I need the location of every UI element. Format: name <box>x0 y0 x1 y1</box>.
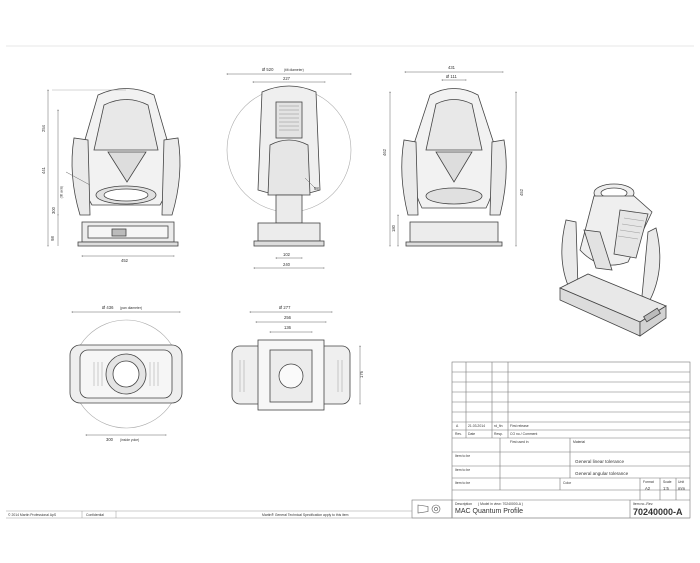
scale-value: 1:5 <box>663 486 669 491</box>
back-dim-top: Ø 111 <box>446 74 457 79</box>
bottom-dim-yoke: 300 <box>106 437 113 442</box>
rev-value: A <box>456 424 459 428</box>
item-to-be-2: Item to be <box>455 468 471 472</box>
side-dim-head-width: 227 <box>283 76 290 81</box>
description-value: MAC Quantum Profile <box>455 508 524 515</box>
back-dim-width-total: 431 <box>448 65 455 70</box>
model-note: ( Model in view: 70240000-A ) <box>478 502 523 506</box>
scale-label: Scale <box>663 480 672 484</box>
back-dim-height-total: 462 <box>382 149 387 156</box>
format-label: Format <box>643 480 654 484</box>
side-dim-base-outer: 240 <box>283 262 290 267</box>
rev-date-value: 21.03.2014 <box>468 424 485 428</box>
footer-copyright: © 2014 Martin Professional ApS <box>8 512 57 517</box>
front-dim-lower-note: (tilt axis) <box>59 185 64 199</box>
rev-header-date: Date <box>468 432 476 436</box>
back-view <box>389 71 517 247</box>
top-view <box>231 311 361 411</box>
footer-spec-note: Martin® General Technical Specification … <box>262 512 349 517</box>
item-to-be-1: Item to be <box>455 454 471 458</box>
front-view <box>47 88 181 257</box>
back-dim-lower: 180 <box>391 225 396 232</box>
front-dim-lower: 300 <box>51 207 56 214</box>
rev-by-value: rd_fin <box>494 424 503 428</box>
material-label: Material <box>573 440 586 444</box>
back-dim-side-height: 452 <box>519 189 524 196</box>
rev-header-rev: Rev. <box>455 432 462 436</box>
bottom-dim-yoke-note: (inside yoke) <box>120 437 140 442</box>
rev-header-resp: Resp. <box>494 432 503 436</box>
linear-tolerance: General linear tolerance <box>575 459 625 464</box>
side-dim-neck: 98 <box>314 186 319 191</box>
side-dim-diameter: Ø 520 <box>262 67 274 72</box>
top-dim-height: 176 <box>359 371 364 378</box>
side-view <box>226 73 352 269</box>
bottom-dim-diameter-note: (pan diameter) <box>120 305 143 310</box>
front-dim-height-total: 441 <box>41 167 46 174</box>
format-value: A2 <box>645 486 651 491</box>
bottom-view <box>69 311 183 436</box>
bottom-dim-diameter: Ø 436 <box>102 305 114 310</box>
footer-strip <box>6 510 690 519</box>
color-label: Color <box>563 481 572 485</box>
description-label: Description <box>455 502 472 506</box>
front-dim-width: 452 <box>121 258 128 263</box>
top-dim-mid: 256 <box>284 315 291 320</box>
isometric-view <box>559 183 667 337</box>
top-dim-outer: Ø 277 <box>279 305 291 310</box>
first-used-label: First used in <box>510 440 529 444</box>
item-to-be-3: Item to be <box>455 481 471 485</box>
rev-comment-value: First release <box>510 424 529 428</box>
front-dim-base: 98 <box>49 236 55 241</box>
rev-header-comment: CO no./ Comment <box>510 432 538 436</box>
angular-tolerance: General angular tolerance <box>575 471 629 476</box>
front-dim-upper: 254 <box>41 125 46 132</box>
top-dim-inner: 136 <box>284 325 291 330</box>
item-no-value: 70240000-A <box>633 507 683 517</box>
side-dim-diameter-note: (tilt diameter) <box>284 67 304 72</box>
footer-confidential: Confidential <box>86 512 104 517</box>
title-block <box>411 361 691 519</box>
unit-value: mm <box>678 486 685 491</box>
item-no-label: Item no.-Rev. <box>633 502 654 506</box>
unit-label: Unit <box>678 480 685 484</box>
side-dim-base-inner: 102 <box>283 252 290 257</box>
